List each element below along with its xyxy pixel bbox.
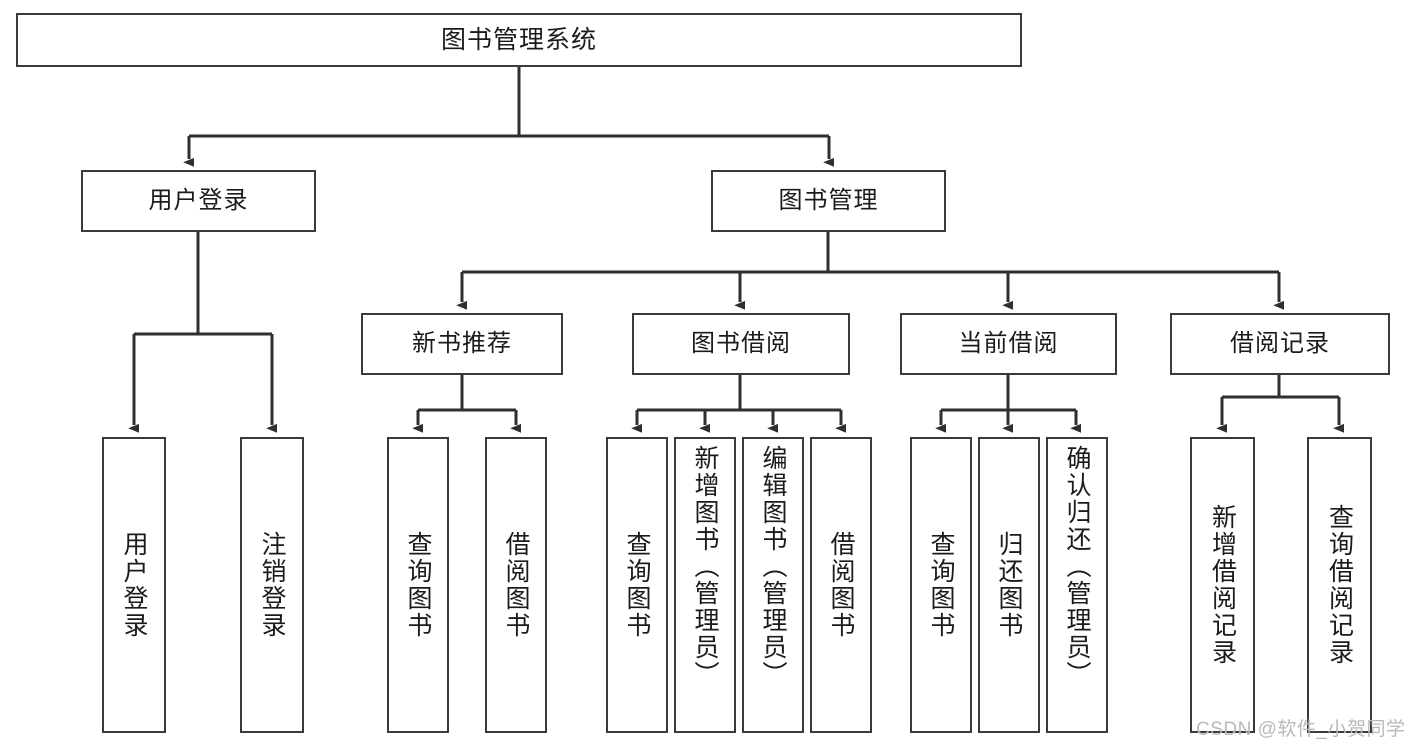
leaf-confirm-return-admin[interactable]: 确认归还（管理员） (1046, 437, 1108, 733)
leaf-query-book-recommend[interactable]: 查询图书 (387, 437, 449, 733)
leaf-borrow-book[interactable]: 借阅图书 (810, 437, 872, 733)
leaf-query-borrow-record[interactable]: 查询借阅记录 (1307, 437, 1372, 733)
node-current-borrow[interactable]: 当前借阅 (900, 313, 1117, 375)
leaf-logout[interactable]: 注销登录 (240, 437, 304, 733)
node-new-book-recommend[interactable]: 新书推荐 (361, 313, 563, 375)
node-root[interactable]: 图书管理系统 (16, 13, 1022, 67)
node-book-management[interactable]: 图书管理 (711, 170, 946, 232)
leaf-return-book[interactable]: 归还图书 (978, 437, 1040, 733)
node-borrow-record[interactable]: 借阅记录 (1170, 313, 1390, 375)
leaf-add-book-admin[interactable]: 新增图书（管理员） (674, 437, 736, 733)
node-user-login[interactable]: 用户登录 (81, 170, 316, 232)
node-book-borrow[interactable]: 图书借阅 (632, 313, 850, 375)
watermark-text: CSDN @软件_小贺同学 (1196, 719, 1405, 740)
leaf-edit-book-admin[interactable]: 编辑图书（管理员） (742, 437, 804, 733)
leaf-user-login[interactable]: 用户登录 (102, 437, 166, 733)
leaf-query-book-borrow[interactable]: 查询图书 (606, 437, 668, 733)
leaf-borrow-book-recommend[interactable]: 借阅图书 (485, 437, 547, 733)
leaf-add-borrow-record[interactable]: 新增借阅记录 (1190, 437, 1255, 733)
leaf-query-book-current[interactable]: 查询图书 (910, 437, 972, 733)
